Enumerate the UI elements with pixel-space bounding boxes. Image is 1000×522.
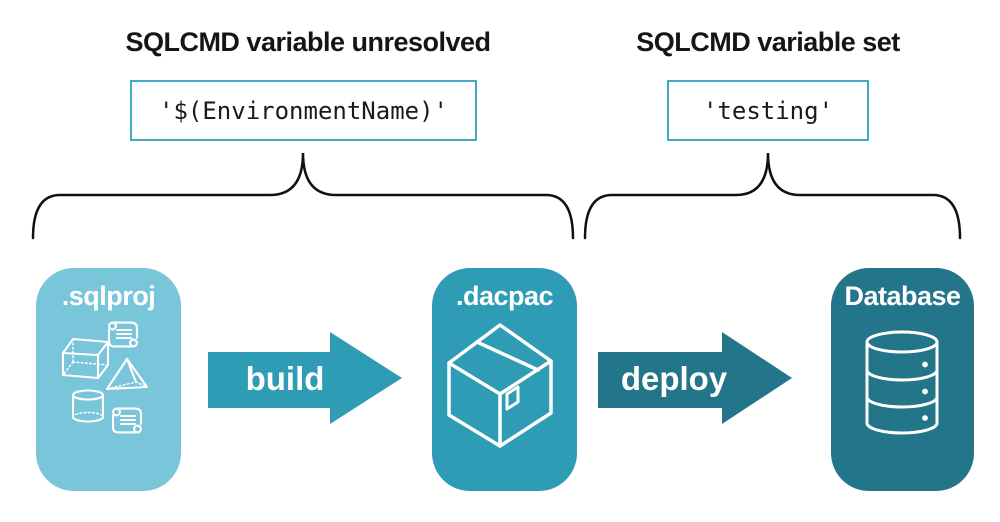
pyramid-icon: [105, 357, 149, 391]
dacpac-node: .dacpac: [432, 268, 577, 491]
cylinder-icon: [71, 389, 105, 423]
heading-sqlcmd-set: SQLCMD variable set: [636, 27, 900, 57]
right-brace: [583, 152, 962, 240]
sqlproj-node: .sqlproj: [36, 268, 181, 491]
dacpac-label: .dacpac: [455, 281, 554, 311]
cube-icon: [61, 337, 110, 380]
code-text-environment-variable: '$(EnvironmentName)': [159, 96, 448, 125]
sqlproj-label: .sqlproj: [61, 281, 156, 311]
database-label: Database: [844, 281, 961, 311]
deploy-arrow-label: deploy: [621, 360, 728, 397]
deploy-arrow: [598, 332, 792, 424]
scroll-icon: [107, 321, 139, 348]
package-icon: [447, 323, 553, 448]
code-text-testing-value: 'testing': [702, 96, 834, 125]
code-box-environment-variable: '$(EnvironmentName)': [130, 80, 477, 141]
build-arrow: [208, 332, 402, 424]
sql-objects-icon: [61, 321, 149, 434]
database-node: Database: [831, 268, 974, 491]
left-brace: [31, 152, 575, 240]
heading-sqlcmd-unresolved: SQLCMD variable unresolved: [125, 27, 491, 57]
scroll-icon: [111, 407, 143, 434]
build-arrow-label: build: [246, 360, 325, 397]
code-box-testing-value: 'testing': [667, 80, 869, 141]
database-cylinder-icon: [865, 330, 939, 435]
